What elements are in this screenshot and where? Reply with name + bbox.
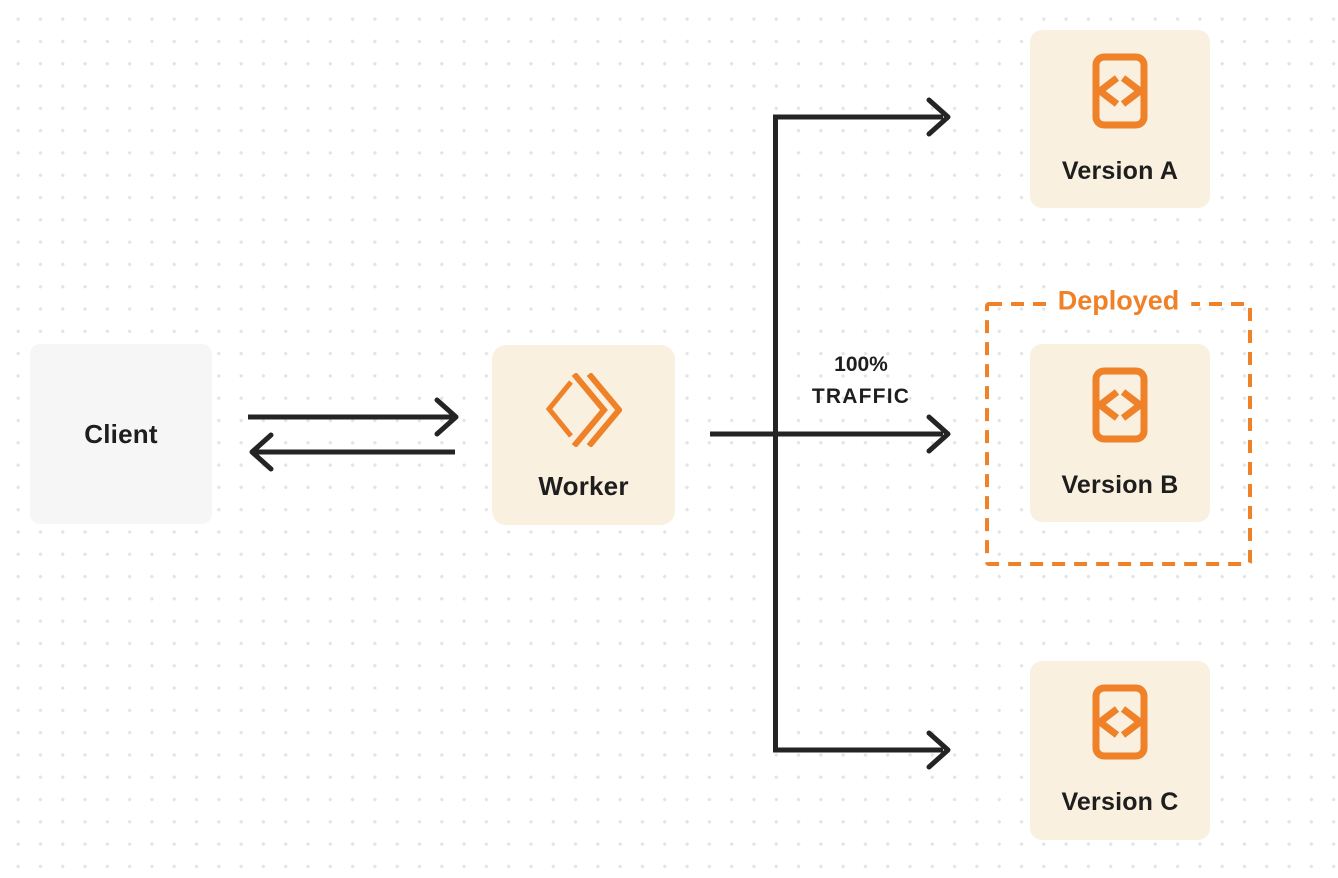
traffic-label: 100% TRAFFIC [788, 349, 934, 413]
arrow-worker-to-version-b [710, 414, 951, 454]
traffic-word: TRAFFIC [811, 385, 911, 408]
client-label: Client [84, 419, 158, 449]
worker-node: Worker [492, 345, 675, 525]
code-file-icon [1092, 53, 1148, 129]
arrow-branch-to-version-c [773, 730, 951, 770]
cloudflare-workers-icon [545, 373, 622, 447]
arrow-client-to-worker [248, 397, 459, 437]
code-file-icon [1092, 684, 1148, 760]
arrow-branch-to-version-a [773, 97, 951, 137]
version-c-node: Version C [1030, 661, 1210, 840]
traffic-percent: 100% [834, 353, 888, 376]
client-node: Client [30, 344, 212, 524]
version-b-node: Version B [1030, 344, 1210, 522]
version-a-label: Version A [1061, 157, 1179, 185]
version-b-label: Version B [1061, 471, 1179, 499]
worker-label: Worker [538, 471, 629, 501]
deployed-label: Deployed [1045, 285, 1192, 317]
code-file-icon [1092, 367, 1148, 443]
version-a-node: Version A [1030, 30, 1210, 208]
deployed-dashed-border [985, 302, 1252, 566]
deployed-group: Deployed [985, 285, 1252, 566]
arrow-worker-to-client [249, 432, 455, 472]
version-c-label: Version C [1061, 788, 1179, 816]
